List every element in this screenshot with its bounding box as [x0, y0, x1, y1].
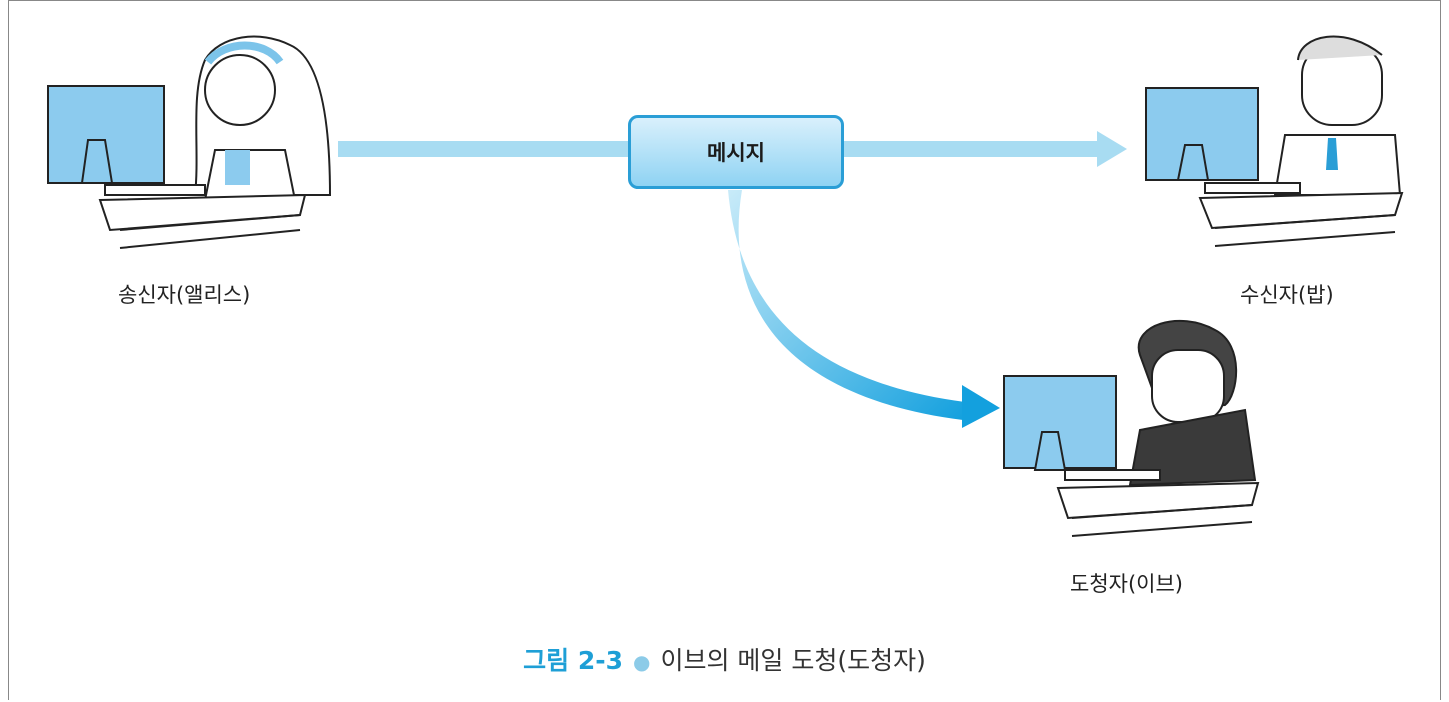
- figure-frame: [8, 0, 1441, 700]
- eavesdropper-person: [1128, 319, 1257, 487]
- arrow-message-to-receiver: [844, 131, 1127, 167]
- caption-bullet-icon: ●: [633, 650, 651, 674]
- sender-label: 송신자(앨리스): [118, 283, 251, 307]
- arrow-message-to-eavesdropper: [728, 190, 1000, 428]
- figure-number: 그림 2-3: [523, 646, 623, 675]
- figure-caption: 그림 2-3 ● 이브의 메일 도청(도청자): [0, 641, 1449, 677]
- eavesdropper-computer: [1003, 375, 1260, 537]
- arrow-sender-to-message: [338, 141, 630, 157]
- sender-person: [193, 35, 332, 201]
- eavesdropper-label: 도청자(이브): [1070, 572, 1183, 596]
- receiver-computer: [1145, 87, 1404, 247]
- receiver-label: 수신자(밥): [1240, 283, 1334, 307]
- figure-title: 이브의 메일 도청(도청자): [660, 646, 926, 675]
- receiver-person: [1273, 35, 1402, 196]
- message-box: 메시지: [628, 115, 844, 189]
- sender-computer: [47, 85, 307, 249]
- message-label: 메시지: [707, 141, 765, 165]
